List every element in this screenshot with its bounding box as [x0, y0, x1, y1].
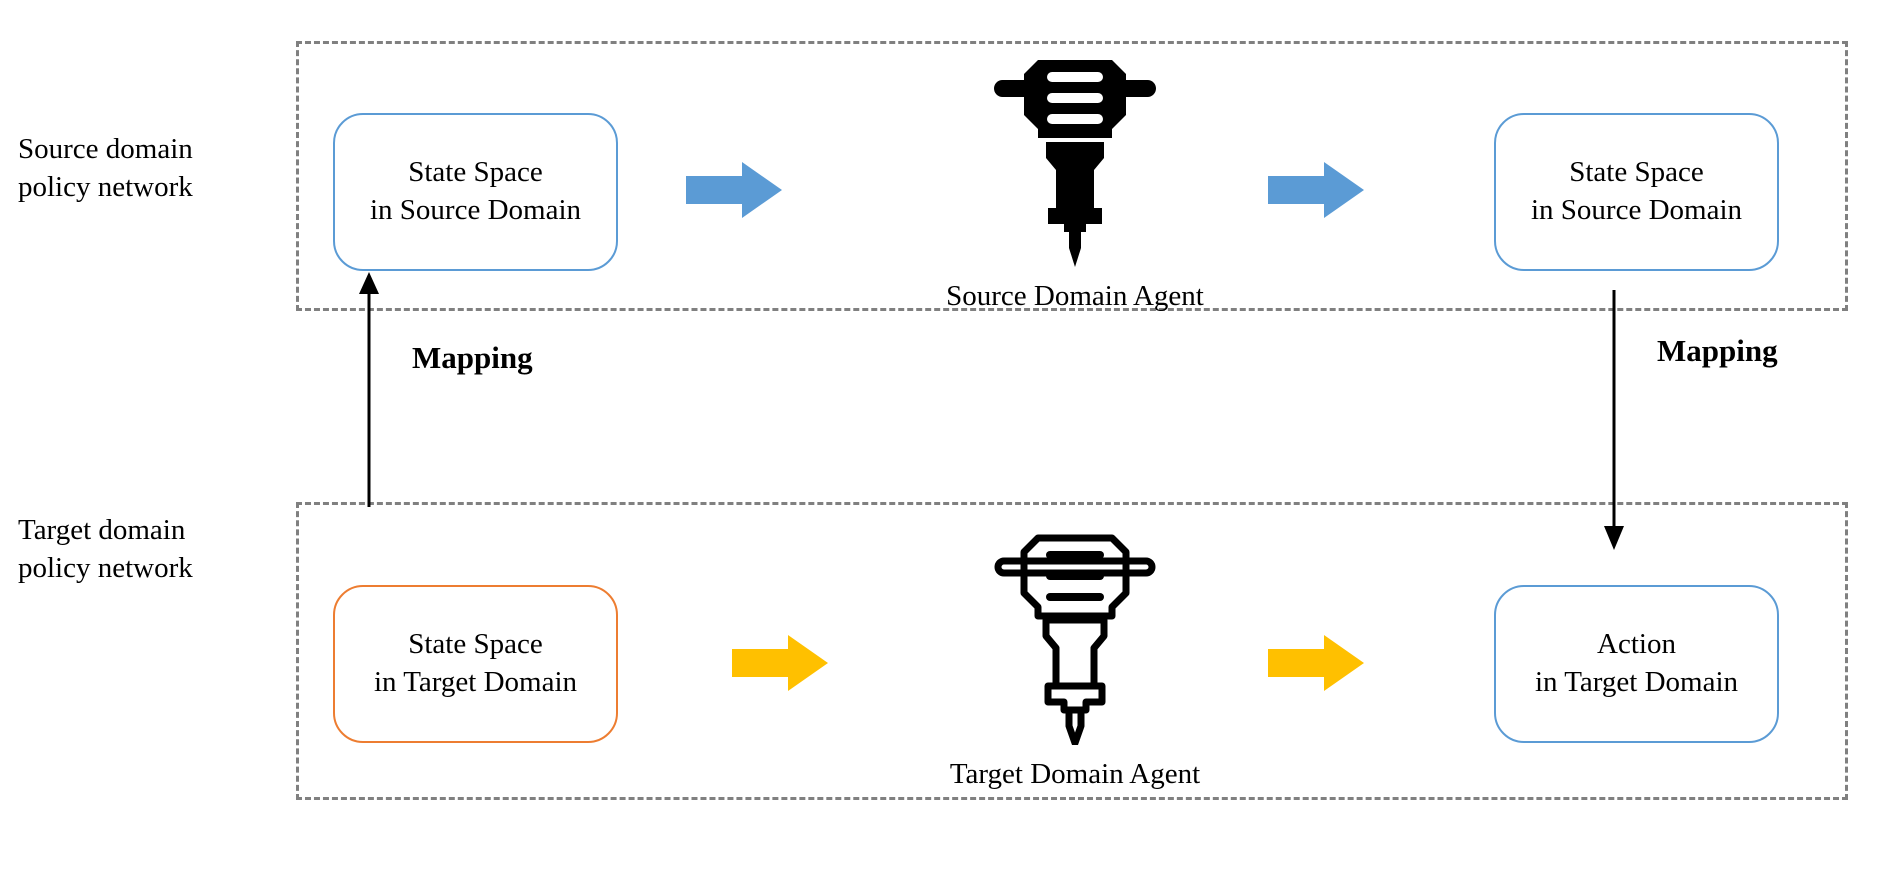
- arrow-source-state-to-agent: [686, 160, 782, 220]
- arrow-target-state-to-agent: [732, 633, 828, 693]
- source-domain-policy-network-label: Source domain policy network: [18, 133, 193, 203]
- target-domain-agent: Target Domain Agent: [850, 530, 1300, 792]
- source-domain-agent-caption: Source Domain Agent: [946, 280, 1204, 312]
- mapping-label-left: Mapping: [412, 340, 533, 375]
- target-domain-policy-network-label: Target domain policy network: [18, 514, 193, 584]
- arrow-agent-to-target-action: [1268, 633, 1364, 693]
- mapping-label-right: Mapping: [1657, 333, 1778, 368]
- jackhammer-icon-filled: [850, 52, 1300, 272]
- source-state-space-input-box[interactable]: State Space in Source Domain: [333, 113, 618, 271]
- target-domain-group: [296, 502, 1848, 800]
- jackhammer-icon-outline: [850, 530, 1300, 750]
- mapping-connector-left-up: [355, 272, 415, 507]
- source-domain-agent: Source Domain Agent: [850, 52, 1300, 314]
- target-action-box[interactable]: Action in Target Domain: [1494, 585, 1779, 743]
- mapping-connector-right-down: [1600, 290, 1660, 550]
- source-domain-group: [296, 41, 1848, 311]
- target-state-space-input-box[interactable]: State Space in Target Domain: [333, 585, 618, 743]
- arrow-agent-to-source-state: [1268, 160, 1364, 220]
- source-state-space-output-box[interactable]: State Space in Source Domain: [1494, 113, 1779, 271]
- target-domain-agent-caption: Target Domain Agent: [949, 758, 1201, 790]
